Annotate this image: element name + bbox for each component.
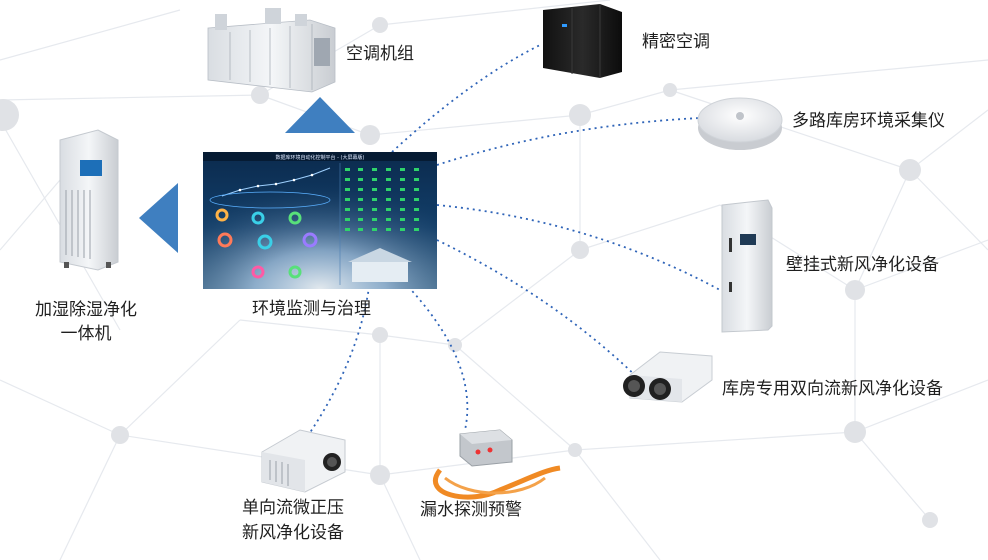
wall-fresh-air-label: 壁挂式新风净化设备 (786, 253, 939, 277)
server-cabinet-icon (543, 4, 622, 78)
monitoring-screen: 数据库环境自动化控制平台 - (大屏幕版) (203, 152, 437, 289)
screen-title: 数据库环境自动化控制平台 - (大屏幕版) (276, 154, 365, 161)
ahu-icon (208, 8, 335, 92)
arrow-left-icon (139, 183, 178, 253)
leak-label: 漏水探测预警 (420, 498, 522, 522)
ahu-label: 空调机组 (346, 42, 414, 66)
ventilation-box-icon (623, 352, 712, 402)
center-label: 环境监测与治理 (252, 297, 371, 321)
humidifier-label-line1: 加湿除湿净化 (16, 298, 156, 322)
projector-box-icon (262, 430, 345, 492)
arrow-up-icon (285, 97, 355, 133)
precision-ac-label: 精密空调 (642, 30, 710, 54)
humidifier-label-line2: 一体机 (16, 322, 156, 346)
round-sensor-icon (698, 98, 782, 150)
unidirectional-label-line1: 单向流微正压 (228, 496, 358, 520)
bidirectional-label: 库房专用双向流新风净化设备 (722, 377, 943, 401)
tower-unit-icon (60, 130, 118, 270)
leak-detector-icon (435, 430, 560, 497)
wall-cabinet-icon (722, 200, 772, 332)
unidirectional-label-line2: 新风净化设备 (228, 521, 358, 545)
collector-label: 多路库房环境采集仪 (792, 109, 945, 133)
